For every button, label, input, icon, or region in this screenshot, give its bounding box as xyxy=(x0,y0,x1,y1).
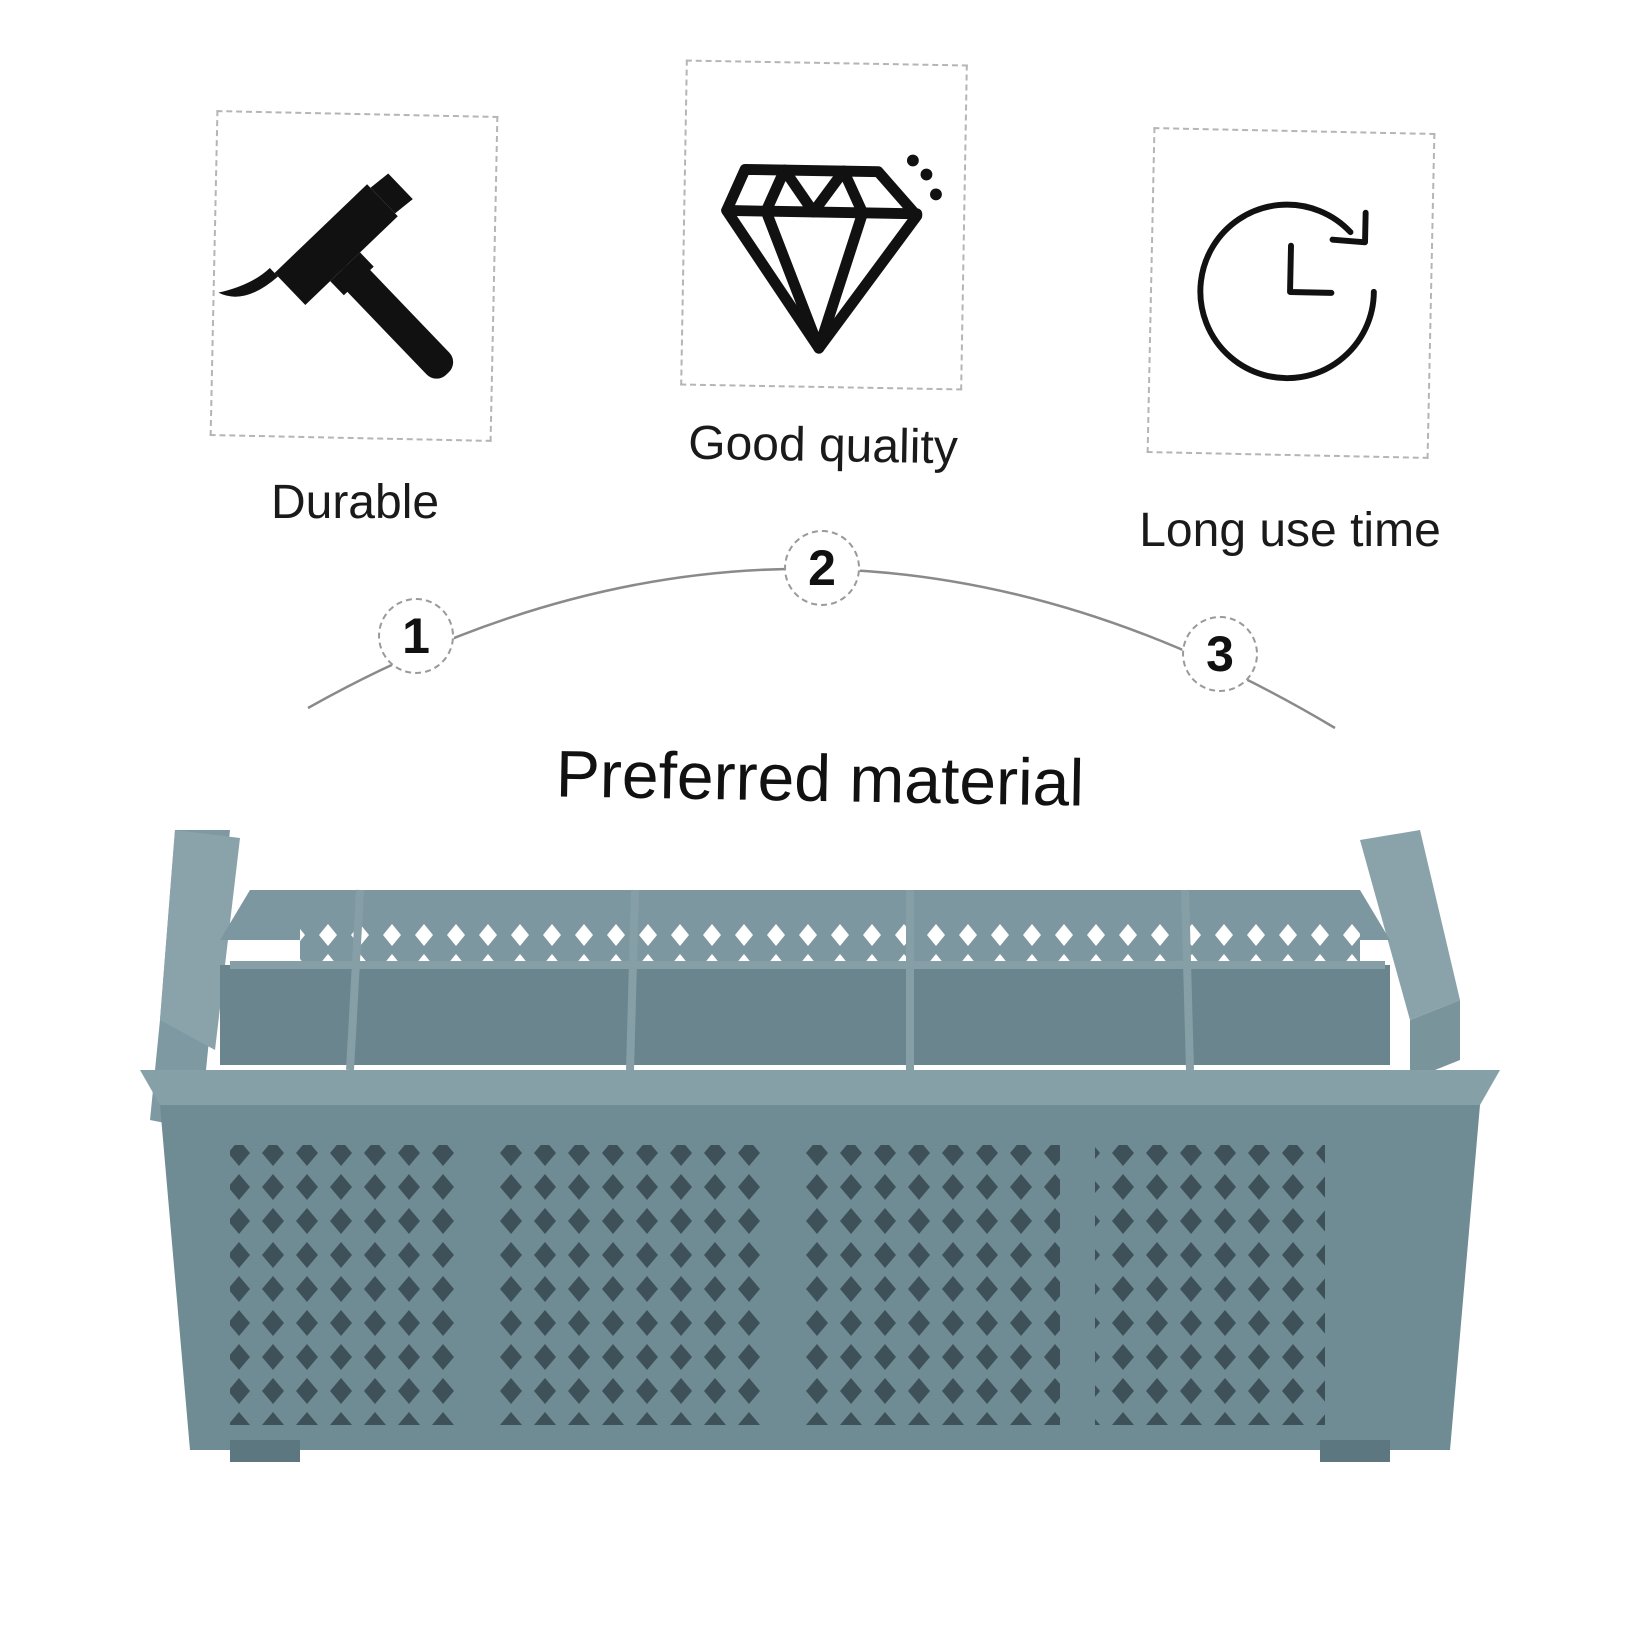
hammer-icon xyxy=(218,173,454,379)
feature-label-long-use-time: Long use time xyxy=(1139,504,1441,557)
feature-card-long-use-time xyxy=(1146,127,1436,459)
diamond-icon xyxy=(721,154,942,354)
feature-label-good-quality: Good quality xyxy=(687,416,959,475)
step-badge-1: 1 xyxy=(378,598,454,674)
feature-card-good-quality xyxy=(680,59,968,391)
clock-refresh-icon xyxy=(1197,201,1377,382)
cutlery-basket-image xyxy=(140,830,1500,1462)
step-badge-3: 3 xyxy=(1182,616,1258,692)
feature-label-durable: Durable xyxy=(270,476,440,529)
headline: Preferred material xyxy=(555,736,1085,820)
feature-card-durable xyxy=(209,110,499,442)
step-badge-2: 2 xyxy=(784,530,860,606)
